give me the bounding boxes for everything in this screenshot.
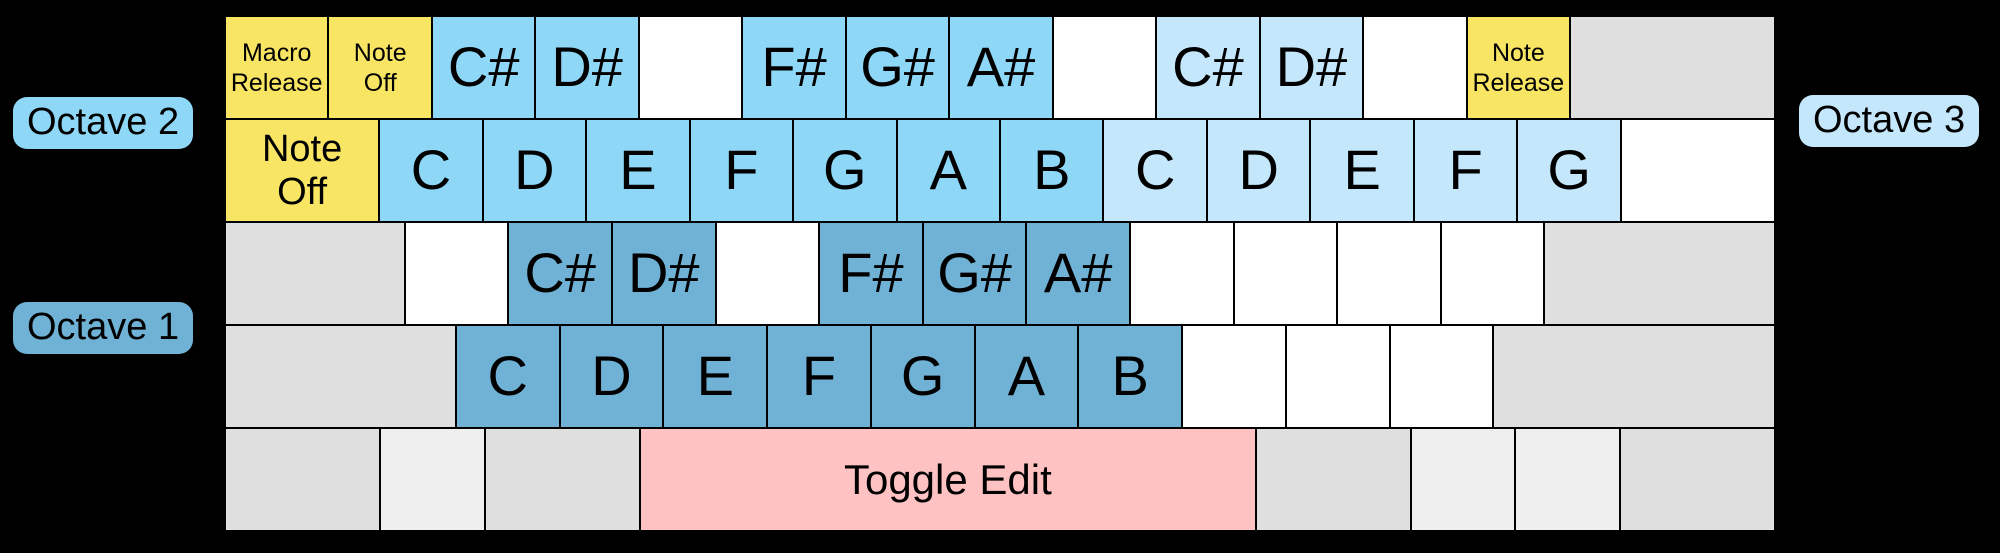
key-c-sharp-oct1[interactable]: C# xyxy=(508,222,612,325)
key-g-oct3[interactable]: G xyxy=(1517,119,1621,222)
keyboard-row-3: C#D# F#G#A# xyxy=(225,222,1775,325)
key-note-off-top[interactable]: Note Off xyxy=(328,16,432,119)
key-f-oct1[interactable]: F xyxy=(767,325,871,428)
key-a-sharp-oct2[interactable]: A# xyxy=(949,16,1053,119)
key-c-oct2[interactable]: C xyxy=(379,119,483,222)
octave-2-badge: Octave 2 xyxy=(13,97,194,149)
key-blank[interactable] xyxy=(1233,222,1338,325)
key-macro-release[interactable]: Macro Release xyxy=(225,16,329,119)
key-f-oct3[interactable]: F xyxy=(1413,119,1518,222)
key-a-oct2[interactable]: A xyxy=(896,119,1001,222)
key-d-oct2[interactable]: D xyxy=(482,119,587,222)
key-blank[interactable] xyxy=(1337,222,1441,325)
key-blank[interactable] xyxy=(1363,16,1467,119)
key-blank[interactable] xyxy=(1052,16,1157,119)
key-c-sharp-oct3[interactable]: C# xyxy=(1156,16,1260,119)
key-g-oct1[interactable]: G xyxy=(870,325,975,428)
key-f-oct2[interactable]: F xyxy=(689,119,794,222)
key-modifier-blank[interactable] xyxy=(1255,428,1412,531)
key-modifier-blank[interactable] xyxy=(1570,16,1776,119)
key-blank[interactable] xyxy=(1129,222,1234,325)
octave-1-badge: Octave 1 xyxy=(13,302,194,354)
key-c-oct1[interactable]: C xyxy=(455,325,560,428)
key-g-sharp-oct2[interactable]: G# xyxy=(845,16,950,119)
octave-3-badge: Octave 3 xyxy=(1799,95,1980,147)
key-e-oct2[interactable]: E xyxy=(586,119,690,222)
key-modifier-blank[interactable] xyxy=(1515,428,1620,531)
key-blank[interactable] xyxy=(715,222,820,325)
key-blank[interactable] xyxy=(1182,325,1286,428)
key-modifier-blank[interactable] xyxy=(1411,428,1516,531)
key-modifier-blank[interactable] xyxy=(225,325,456,428)
key-blank[interactable] xyxy=(1620,119,1776,222)
key-g-oct2[interactable]: G xyxy=(793,119,897,222)
key-e-oct1[interactable]: E xyxy=(663,325,768,428)
key-blank[interactable] xyxy=(404,222,509,325)
key-c-sharp-oct2[interactable]: C# xyxy=(431,16,536,119)
key-modifier-blank[interactable] xyxy=(1619,428,1776,531)
key-modifier-blank[interactable] xyxy=(225,222,405,325)
key-modifier-blank[interactable] xyxy=(380,428,485,531)
keyboard-row-5: Toggle Edit xyxy=(225,428,1776,531)
key-blank[interactable] xyxy=(1285,325,1390,428)
key-d-sharp-oct2[interactable]: D# xyxy=(535,16,639,119)
key-f-sharp-oct1[interactable]: F# xyxy=(819,222,923,325)
key-a-sharp-oct1[interactable]: A# xyxy=(1026,222,1130,325)
key-modifier-blank[interactable] xyxy=(225,428,381,531)
key-b-oct2[interactable]: B xyxy=(1000,119,1104,222)
key-b-oct1[interactable]: B xyxy=(1078,325,1183,428)
key-e-oct3[interactable]: E xyxy=(1310,119,1414,222)
key-modifier-blank[interactable] xyxy=(1493,325,1776,428)
key-modifier-blank[interactable] xyxy=(484,428,641,531)
key-d-sharp-oct1[interactable]: D# xyxy=(611,222,716,325)
key-blank[interactable] xyxy=(1440,222,1545,325)
key-note-release[interactable]: Note Release xyxy=(1466,16,1571,119)
key-a-oct1[interactable]: A xyxy=(974,325,1079,428)
key-note-off-tab[interactable]: Note Off xyxy=(225,119,380,222)
key-d-oct3[interactable]: D xyxy=(1206,119,1311,222)
key-toggle-edit[interactable]: Toggle Edit xyxy=(640,428,1256,531)
key-blank[interactable] xyxy=(1389,325,1494,428)
key-f-sharp-oct2[interactable]: F# xyxy=(742,16,846,119)
key-d-sharp-oct3[interactable]: D# xyxy=(1259,16,1364,119)
key-d-oct1[interactable]: D xyxy=(559,325,664,428)
key-c-oct3[interactable]: C xyxy=(1103,119,1207,222)
key-modifier-blank[interactable] xyxy=(1544,222,1775,325)
key-blank[interactable] xyxy=(638,16,743,119)
key-g-sharp-oct1[interactable]: G# xyxy=(922,222,1027,325)
